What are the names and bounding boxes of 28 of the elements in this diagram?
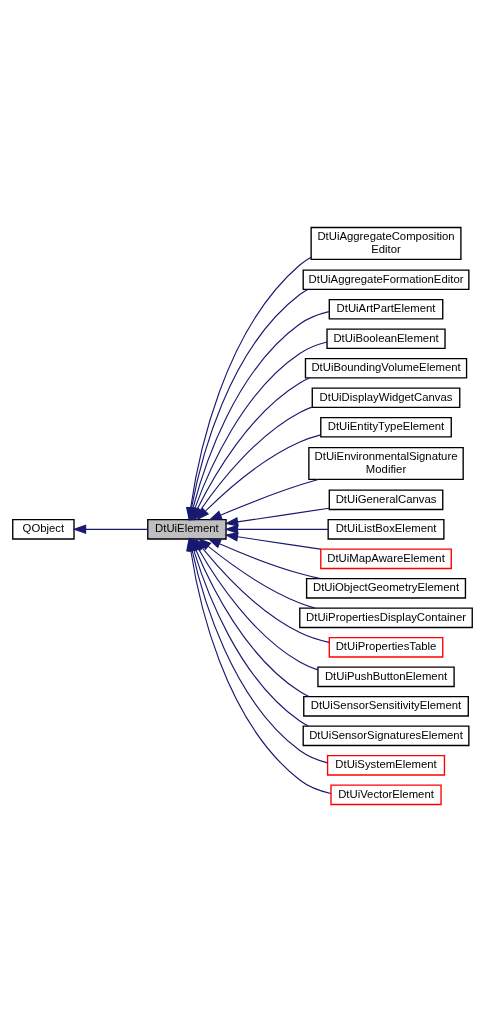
arrow — [224, 532, 321, 550]
node-box: DtUiSensorSensitivityElement — [303, 696, 469, 717]
node-box: DtUiDisplayWidgetCanvas — [311, 387, 461, 409]
node-box: DtUiEntityTypeElement — [320, 416, 452, 438]
node-box: DtUiPropertiesDisplayContainer — [299, 607, 473, 629]
arrow — [224, 507, 330, 527]
node-box: DtUiGeneralCanvas — [328, 489, 444, 511]
arrow — [208, 478, 319, 521]
arrow — [207, 538, 322, 580]
arrow — [224, 524, 329, 535]
node-box: DtUiBoundingVolumeElement — [304, 357, 468, 379]
node-box: DtUiAggregateFormationEditor — [302, 269, 470, 291]
node-box: DtUiPushButtonElement — [317, 666, 455, 688]
node-box: DtUiMapAwareElement — [320, 548, 452, 570]
node-box: DtUiArtPartElement — [328, 298, 444, 320]
node-box: DtUiListBoxElement — [327, 519, 445, 540]
node-box: DtUiObjectGeometryElement — [305, 578, 467, 599]
node-box: DtUiElement — [147, 519, 227, 540]
arrow — [72, 524, 149, 535]
node-box: DtUiBooleanElement — [326, 328, 446, 350]
node-box: DtUiVectorElement — [330, 784, 442, 806]
node-box: DtUiAggregateComposition Editor — [310, 226, 462, 260]
node-box: DtUiEnvironmentalSignature Modifier — [308, 446, 464, 481]
arrow — [196, 434, 322, 521]
node-box: DtUiSensorSignaturesElement — [302, 725, 470, 747]
node-box: QObject — [12, 519, 75, 540]
node-box: DtUiSystemElement — [326, 755, 446, 776]
node-box: DtUiPropertiesTable — [328, 637, 444, 658]
